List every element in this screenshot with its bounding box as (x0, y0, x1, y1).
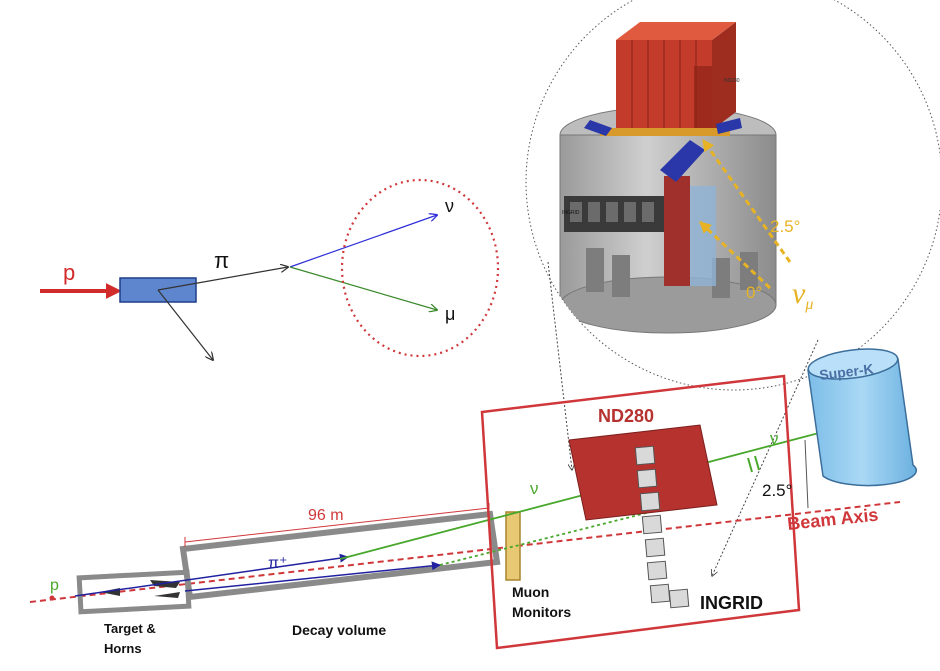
neutrino-label: ν (445, 196, 454, 216)
neutrino-track-onaxis (439, 501, 691, 566)
pion-label: π (214, 248, 229, 273)
length-label: 96 m (308, 507, 344, 524)
inset-zero-label: 0° (746, 283, 762, 302)
target-horns-label: Target & Horns (104, 621, 159, 656)
muon-label: μ (445, 304, 455, 324)
inset-angle-label: 2.5° (770, 217, 800, 236)
decay-volume-pipe (179, 510, 501, 601)
ingrid-label: INGRID (700, 593, 763, 613)
nd280-render-inset: ND280 INGRID 2.5° 0° νμ (525, 0, 940, 391)
svg-text:ND280: ND280 (724, 78, 740, 84)
secondary-track (157, 289, 213, 360)
beamline-pion-label: π⁺ (268, 555, 287, 572)
proton-label: p (63, 260, 75, 285)
beam-axis-label: Beam Axis (786, 505, 879, 534)
ingrid-modules (634, 445, 690, 609)
svg-text:INGRID: INGRID (562, 210, 580, 216)
decay-highlight-ellipse (340, 178, 500, 358)
beamline-diagram: 96 m π⁺ p Target & Horns Decay volume Mu… (29, 420, 901, 656)
production-schematic: p π ν μ (40, 178, 500, 360)
near-detector-frame (480, 374, 801, 650)
decay-volume-label: Decay volume (292, 622, 386, 638)
nd280-label: ND280 (598, 406, 654, 426)
muon-monitors-label: Muon Monitors (512, 584, 571, 620)
pion-track-long (184, 561, 441, 592)
superk-label: Super-K (818, 360, 874, 383)
far-neutrino-label: ν (770, 429, 779, 448)
superk-detector: Super-K (807, 348, 918, 487)
near-detector-box: ND280 INGRID ν ν 2.5° (480, 374, 809, 650)
muon-monitor (505, 511, 521, 581)
superk-cylinder (807, 358, 918, 487)
muon-track (289, 266, 437, 310)
near-neutrino-label: ν (530, 479, 539, 498)
beamline-proton-label: p (50, 577, 59, 594)
pion-track (157, 267, 288, 291)
beam-2p5deg-line (701, 139, 792, 263)
pion-track-beamline (74, 553, 349, 597)
neutrino-track (289, 215, 437, 268)
inset-numu-label: νμ (792, 277, 813, 313)
target-horns-enclosure (76, 569, 192, 615)
far-angle-label: 2.5° (762, 481, 792, 500)
beam-0deg-line (698, 220, 772, 290)
